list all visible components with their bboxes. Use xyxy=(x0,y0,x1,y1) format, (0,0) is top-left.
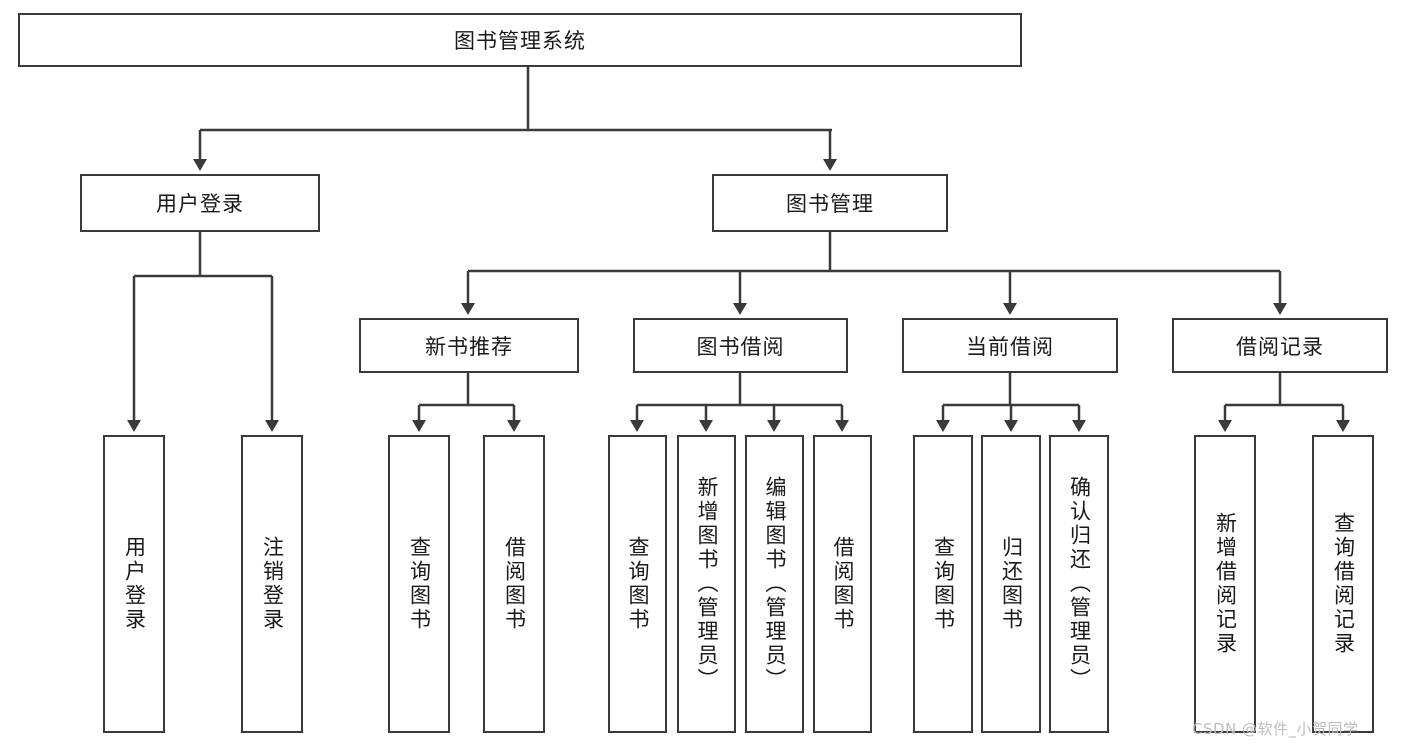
node-add-book-admin[interactable]: 新增图书（管理员） xyxy=(677,435,736,733)
node-root-system[interactable]: 图书管理系统 xyxy=(18,13,1022,67)
node-book-borrow[interactable]: 图书借阅 xyxy=(633,318,848,373)
node-borrow-book-action[interactable]: 借阅图书 xyxy=(813,435,872,733)
node-label: 注销登录 xyxy=(260,536,285,632)
node-label: 确认归还（管理员） xyxy=(1067,476,1092,692)
node-label: 新书推荐 xyxy=(425,334,513,359)
node-label: 查询图书 xyxy=(931,536,956,632)
node-query-book-recommend[interactable]: 查询图书 xyxy=(388,435,450,733)
node-query-borrow-record[interactable]: 查询借阅记录 xyxy=(1312,435,1374,733)
node-label: 用户登录 xyxy=(156,192,244,216)
node-user-login[interactable]: 用户登录 xyxy=(80,174,320,232)
node-confirm-return-admin[interactable]: 确认归还（管理员） xyxy=(1049,435,1109,733)
node-label: 借阅图书 xyxy=(831,536,855,632)
node-new-book-recommend[interactable]: 新书推荐 xyxy=(359,318,579,373)
node-label: 查询图书 xyxy=(626,536,650,632)
csdn-watermark: CSDN @软件_小贺同学 xyxy=(1192,720,1359,738)
node-label: 当前借阅 xyxy=(966,334,1054,359)
node-label: 图书管理 xyxy=(786,192,874,216)
node-label: 新增图书（管理员） xyxy=(695,476,719,692)
node-label: 图书管理系统 xyxy=(454,29,586,53)
node-label: 归还图书 xyxy=(999,536,1024,632)
node-borrow-book-recommend[interactable]: 借阅图书 xyxy=(483,435,545,733)
node-label: 图书借阅 xyxy=(696,334,785,359)
node-query-book-borrow[interactable]: 查询图书 xyxy=(608,435,667,733)
node-user-logout-action[interactable]: 注销登录 xyxy=(241,435,303,733)
node-return-book[interactable]: 归还图书 xyxy=(981,435,1041,733)
node-label: 查询借阅记录 xyxy=(1331,512,1356,656)
node-label: 借阅图书 xyxy=(502,536,527,632)
node-add-borrow-record[interactable]: 新增借阅记录 xyxy=(1194,435,1256,733)
node-label: 用户登录 xyxy=(122,536,147,632)
node-label: 借阅记录 xyxy=(1236,334,1324,359)
node-query-book-current[interactable]: 查询图书 xyxy=(913,435,973,733)
node-edit-book-admin[interactable]: 编辑图书（管理员） xyxy=(745,435,804,733)
node-label: 新增借阅记录 xyxy=(1213,512,1238,656)
node-borrow-record[interactable]: 借阅记录 xyxy=(1172,318,1388,373)
node-user-login-action[interactable]: 用户登录 xyxy=(103,435,165,733)
node-label: 编辑图书（管理员） xyxy=(763,476,787,692)
node-book-management[interactable]: 图书管理 xyxy=(712,174,948,232)
node-label: 查询图书 xyxy=(407,536,432,632)
node-current-borrow[interactable]: 当前借阅 xyxy=(902,318,1118,373)
